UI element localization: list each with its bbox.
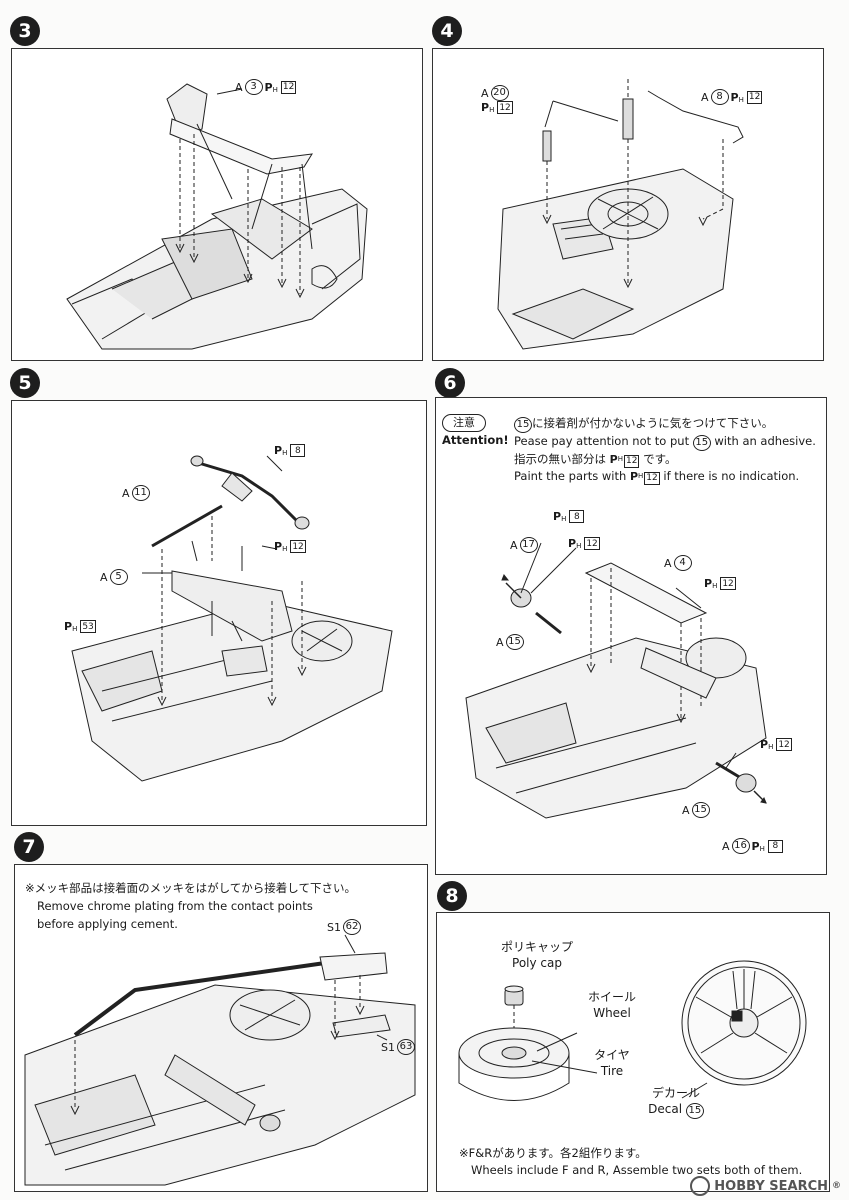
step-6-attention-label: Attention!: [442, 433, 509, 447]
step-7-number: 7: [14, 832, 44, 862]
step-8-number: 8: [437, 881, 467, 911]
step-5-number: 5: [10, 368, 40, 398]
step-7-callout-s1-62: S1 62: [327, 919, 361, 935]
step-6-attention-badge: 注意: [442, 414, 486, 432]
step-7-diagram: [24, 934, 416, 1186]
step-6-callout-a15-a: A 15: [496, 634, 524, 650]
step-3-diagram: [66, 83, 368, 350]
step-3-number: 3: [10, 16, 40, 46]
step-8-wheel-label: ホイール Wheel: [587, 990, 636, 1020]
step-8-polycap-label: ポリキャップ Poly cap: [500, 940, 573, 970]
step-8-footer-note: ※F&Rがあります。各2組作ります。 Wheels include F and …: [459, 1146, 803, 1177]
step-8-tire-label: タイヤ Tire: [594, 1048, 630, 1078]
step-6-number: 6: [435, 368, 465, 398]
step-8-panel: ポリキャップ Poly cap ホイール Wheel タイヤ Tire デカール…: [436, 912, 830, 1192]
step-7-note: ※メッキ部品は接着面のメッキをはがしてから接着して下さい。 Remove chr…: [25, 881, 356, 931]
step-6-callout-a17: A 17: [510, 537, 538, 553]
step-5-callout-a11: A 11: [122, 485, 150, 501]
step-7-panel: ※メッキ部品は接着面のメッキをはがしてから接着して下さい。 Remove chr…: [14, 864, 428, 1192]
step-8-decal-label: デカール Decal 15: [641, 1085, 711, 1119]
step-6-callout-a15-b: A 15: [682, 802, 710, 818]
step-7-callout-s1-63: S1 63: [381, 1039, 415, 1055]
step-8-diagram: [458, 960, 807, 1101]
step-4-diagram: [497, 79, 744, 350]
step-5-diagram: [71, 455, 393, 782]
step-5-callout-a5: A 5: [100, 569, 128, 585]
step-4-number: 4: [432, 16, 462, 46]
step-6-callout-a4: A 4: [664, 555, 692, 571]
step-6-diagram: [465, 542, 767, 819]
hobby-search-watermark: HOBBY SEARCH®: [690, 1176, 841, 1196]
hobby-search-logo-icon: [690, 1176, 711, 1196]
